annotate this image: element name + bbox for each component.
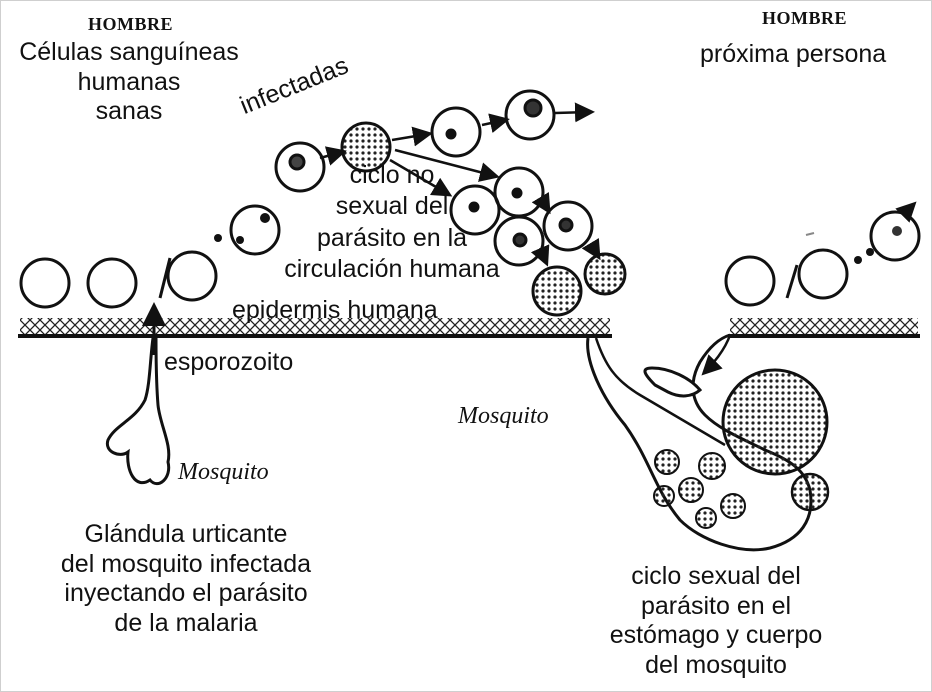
healthy-blood-cells (21, 206, 279, 307)
gland-caption: Glándula urticante del mosquito infectad… (8, 520, 364, 638)
hombre-left-label: HOMBRE (88, 14, 173, 35)
sexual-cycle-caption: ciclo sexual del parásito en el estómago… (585, 562, 847, 680)
epidermis-label: epidermis humana (232, 296, 438, 326)
sporozoite-label: esporozoito (164, 348, 293, 378)
hombre-right-label: HOMBRE (762, 8, 847, 29)
healthy-cells-label: Células sanguíneas humanas sanas (10, 38, 248, 127)
next-person-label: próxima persona (700, 40, 886, 70)
epidermis-band-right (728, 318, 920, 336)
mosquito-right-label: Mosquito (458, 402, 549, 430)
mosquito-left-label: Mosquito (178, 458, 269, 486)
oocysts (654, 450, 745, 528)
next-person-blood-cells (726, 212, 919, 305)
asexual-cycle-label: ciclo no sexual del parásito en la circu… (266, 160, 518, 285)
